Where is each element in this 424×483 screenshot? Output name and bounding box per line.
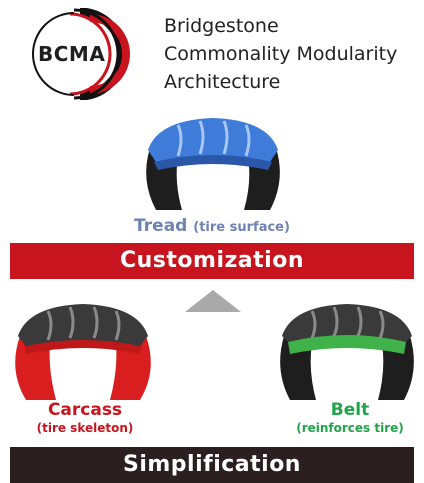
bcma-logo: BCMA — [28, 7, 158, 101]
carcass-label: Carcass (tire skeleton) — [10, 400, 160, 436]
tread-tire-image — [138, 110, 288, 230]
brand-line-3: Architecture — [164, 71, 281, 93]
brand-line-1: Bridgestone — [164, 15, 279, 37]
belt-tire-image — [272, 296, 422, 416]
customization-bar: Customization — [10, 243, 414, 279]
tread-description: (tire surface) — [193, 220, 290, 235]
carcass-tire-image — [8, 296, 158, 416]
belt-description: (reinforces tire) — [296, 421, 404, 435]
belt-label: Belt (reinforces tire) — [278, 400, 422, 436]
tread-title: Tread — [134, 216, 188, 236]
belt-title: Belt — [330, 400, 370, 420]
logo-arcs-icon — [32, 7, 130, 101]
logo-abbreviation: BCMA — [38, 42, 106, 66]
brand-line-2: Commonality Modularity — [164, 43, 398, 65]
up-arrow-icon — [185, 290, 241, 312]
carcass-description: (tire skeleton) — [36, 421, 134, 435]
tread-label: Tread (tire surface) — [0, 216, 424, 236]
brand-title: Bridgestone Commonality Modularity Archi… — [164, 12, 397, 96]
simplification-bar: Simplification — [10, 447, 414, 483]
carcass-title: Carcass — [47, 400, 123, 420]
